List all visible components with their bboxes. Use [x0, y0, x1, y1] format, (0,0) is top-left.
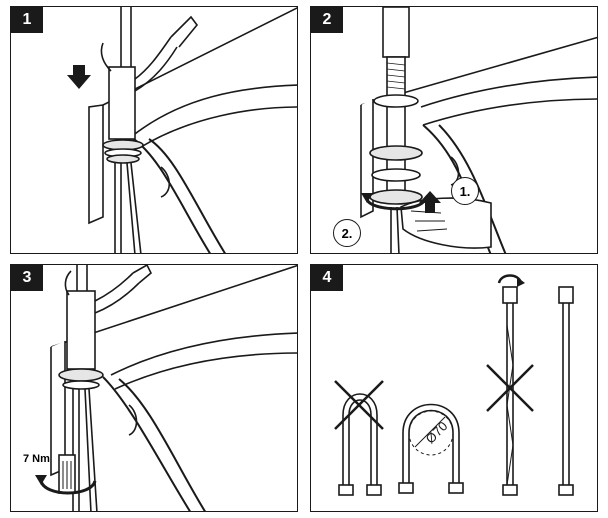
- torque-label: 7 Nm: [23, 453, 50, 465]
- step-number-badge: 1: [11, 7, 43, 33]
- push-down-arrow-icon: [67, 65, 91, 89]
- step-number-badge: 2: [311, 7, 343, 33]
- rotate-arrow-icon: [497, 274, 525, 287]
- step-panel-3: 3: [10, 264, 298, 512]
- step-4-illustration: Ø70: [334, 274, 574, 496]
- step-panel-2: 2: [310, 6, 598, 254]
- step-panel-1: 1: [10, 6, 298, 254]
- step-number-badge: 3: [11, 265, 43, 291]
- step-number-badge: 4: [311, 265, 343, 291]
- callout-step-2: 2.: [333, 219, 361, 247]
- step-panel-4: 4: [310, 264, 598, 512]
- diameter-label: Ø70: [423, 418, 451, 446]
- callout-step-1: 1.: [451, 177, 479, 205]
- cross-mark-icon: [334, 380, 384, 430]
- step-1-illustration: [67, 7, 297, 253]
- step-2-illustration: [360, 7, 597, 253]
- push-up-arrow-icon: [419, 191, 441, 213]
- rotate-arrow-icon: [35, 475, 97, 495]
- cross-mark-icon: [486, 364, 534, 412]
- step-3-illustration: [35, 265, 297, 511]
